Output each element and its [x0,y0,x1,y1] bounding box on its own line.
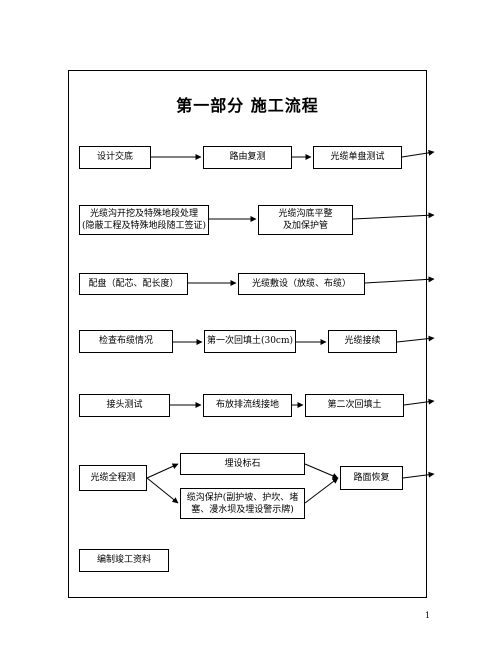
node-trench-bottom-leveling: 光缆沟底平整 及加保护管 [258,205,353,235]
node-check-laying: 检查布缆情况 [79,330,173,353]
node-trench-protection: 缆沟保护(副护坡、护坎、堵 塞、漫水坝及埋设警示牌) [180,488,305,519]
node-drain-grounding: 布放排流线接地 [203,394,292,417]
arrow-splice-out [396,335,435,343]
node-trench-excavation: 光缆沟开挖及特殊地段处理 (隐蔽工程及特殊地段随工签证) [79,205,209,235]
arrow-protection-to-road [304,477,339,504]
arrow-fulltest-to-marker [146,463,179,479]
node-joint-test: 接头测试 [79,394,170,417]
node-cable-laying: 光缆敷设（放缆、布缆） [238,273,365,295]
page-number: 1 [425,611,431,620]
node-route-recheck: 路由复测 [203,146,292,169]
node-second-backfill: 第二次回填土 [305,394,404,417]
node-road-restoration: 路面恢复 [340,466,403,490]
page-title: 第一部分 施工流程 [176,96,319,115]
arrow-fulltest-to-protection [146,477,179,504]
node-as-built-docs: 编制竣工资料 [79,549,169,572]
arrow-leveling-out [352,212,435,220]
arrow-marker-to-road [304,463,339,479]
node-design-handover: 设计交底 [79,146,151,169]
node-marker-stone: 埋设标石 [180,453,305,475]
page-frame [68,70,427,598]
node-cable-reel-test: 光缆单盘测试 [313,146,402,169]
arrow-laying-out [364,276,435,284]
arrow-road-out [402,471,435,479]
node-reel-allocation: 配盘（配芯、配长度） [79,273,188,295]
arrow-second-out [403,398,435,406]
node-full-cable-test: 光缆全程测 [79,465,147,491]
node-first-backfill: 第一次回填土(30cm) [204,330,296,353]
node-cable-splicing: 光缆接续 [328,330,397,353]
arrow-reeltest-out [401,149,435,158]
